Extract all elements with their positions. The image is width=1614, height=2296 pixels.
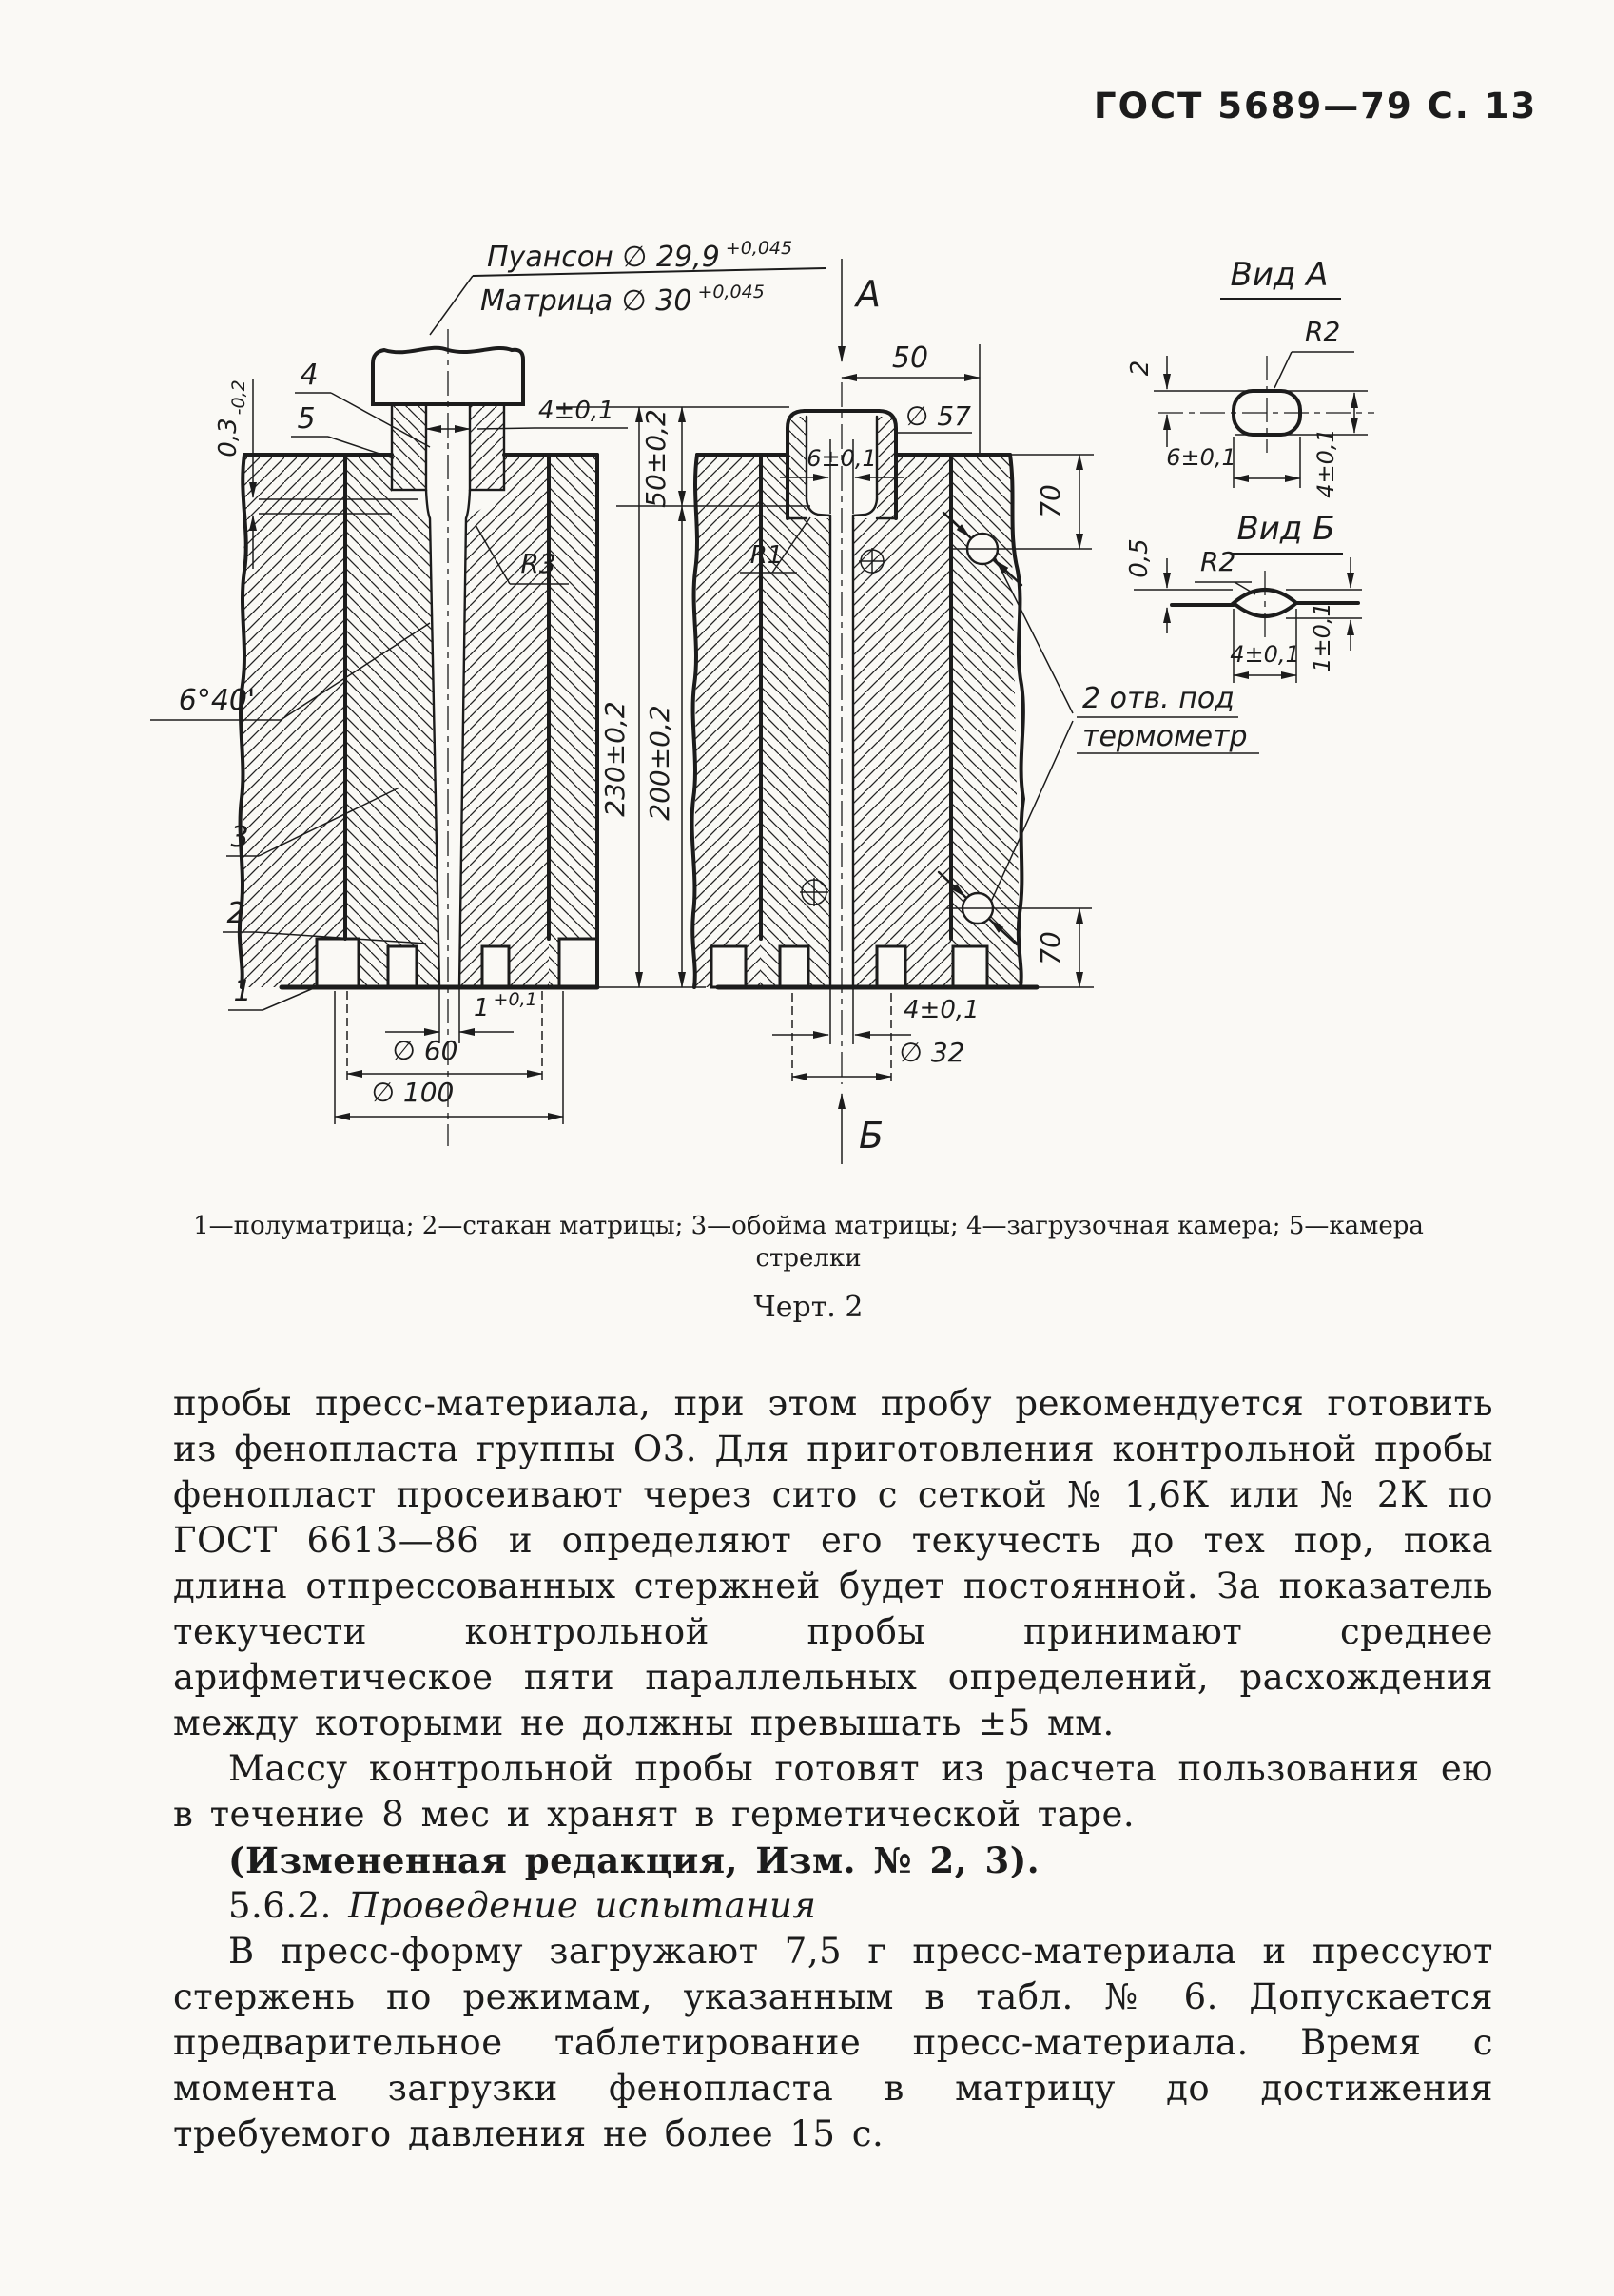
section-heading-562: 5.6.2. Проведение испытания — [173, 1883, 1493, 1929]
center-mark — [859, 548, 885, 574]
matrix-label: Матрица ∅ 30+0,045 — [480, 282, 765, 318]
mold-foot — [875, 944, 907, 989]
page-header-gost-number: ГОСТ 5689—79 С. 13 — [1094, 86, 1538, 126]
break-line — [690, 453, 699, 989]
figure-legend-line2: стрелки — [755, 1244, 862, 1273]
section-arrow-a: А — [853, 273, 881, 315]
part-label-5: 5 — [297, 402, 315, 436]
view-a-detail: Вид А 2 R2 6±0,1 4±0,1 — [1126, 256, 1374, 498]
punch-label: Пуансон ∅ 29,9+0,045 — [487, 238, 792, 274]
mold-foot — [710, 944, 748, 989]
dim-r3: R3 — [520, 548, 555, 579]
paragraph-amendment: (Измененная редакция, Изм. № 2, 3). — [228, 1839, 1040, 1881]
thermometer-note-line2: термометр — [1082, 720, 1248, 753]
figure-caption: 1—полуматрица; 2—стакан матрицы; 3—обойм… — [143, 1210, 1474, 1324]
part-labels-left: 4 5 3 2 1 — [223, 359, 431, 1011]
thermometer-note-line1: 2 отв. под — [1082, 682, 1235, 715]
paragraph-mass: Массу контрольной пробы готовят из расче… — [173, 1748, 1493, 1835]
technical-drawing-press-mold: Пуансон ∅ 29,9+0,045 Матрица ∅ 30+0,045 … — [150, 238, 1374, 1164]
dim-d60: ∅ 60 — [393, 1035, 458, 1066]
dim-off-05: 0,5 — [1125, 538, 1154, 577]
dim-step-0-3: 0,3-0,2 — [214, 379, 249, 457]
dim-230: 230±0,2 — [599, 701, 631, 816]
mold-foot — [315, 937, 360, 989]
dim-slot-4: 4±0,1 — [904, 996, 980, 1024]
punch-matrix-callout: Пуансон ∅ 29,9+0,045 Матрица ∅ 30+0,045 — [429, 238, 826, 336]
dim-slot-6: 6±0,1 — [807, 445, 877, 472]
dim-angle-6-40: 6°40' — [179, 684, 256, 717]
section-title: Проведение испытания — [348, 1885, 817, 1926]
dim-r2-b: R2 — [1200, 546, 1235, 577]
section-number: 5.6.2. — [228, 1885, 332, 1926]
dim-w6-a: 6±0,1 — [1166, 444, 1236, 471]
break-line — [1008, 453, 1026, 989]
dim-h4-a: 4±0,1 — [1313, 428, 1339, 498]
center-mark — [800, 878, 828, 906]
dim-200: 200±0,2 — [644, 705, 675, 820]
view-b-detail: Вид Б 0,5 R2 4±0,1 1±0,1 — [1125, 510, 1362, 683]
mold-foot — [778, 944, 810, 989]
figure-number: Черт. 2 — [753, 1291, 864, 1324]
mold-foot — [386, 944, 418, 989]
dim-d32: ∅ 32 — [900, 1037, 965, 1068]
right-dimensions: А 50 ∅ 57 6±0,1 R1 70 70 2 отв. под терм… — [740, 259, 1259, 1164]
mold-foot — [557, 937, 599, 989]
part-label-2: 2 — [226, 897, 244, 930]
dim-r2-a: R2 — [1305, 316, 1340, 347]
dim-50-02: 50±0,2 — [640, 409, 671, 508]
paragraph-continued: пробы пресс-материала, при этом пробу ре… — [173, 1383, 1493, 1743]
mold-foot — [951, 944, 989, 989]
section-arrow-b: Б — [859, 1115, 884, 1157]
part-label-1: 1 — [233, 975, 251, 1008]
view-a-title: Вид А — [1231, 256, 1329, 294]
dim-h1-b: 1±0,1 — [1309, 602, 1335, 672]
break-line — [237, 453, 248, 989]
left-dimensions: 0,3-0,2 4±0,1 R3 6°40' 1+0,1 ∅ 60 ∅ 100 — [150, 379, 628, 1124]
right-section-view — [690, 382, 1092, 1084]
mold-foot — [480, 944, 511, 989]
dim-50: 50 — [892, 341, 928, 375]
body-text: пробы пресс-материала, при этом пробу ре… — [173, 1381, 1493, 2157]
view-b-title: Вид Б — [1236, 510, 1334, 548]
dim-exit-1: 1+0,1 — [474, 989, 537, 1022]
dim-w4-b: 4±0,1 — [1230, 641, 1300, 668]
figure-legend-line1: 1—полуматрица; 2—стакан матрицы; 3—обойм… — [193, 1212, 1424, 1240]
height-dimensions: 230±0,2 50±0,2 200±0,2 — [556, 406, 810, 988]
part-label-4: 4 — [300, 359, 318, 392]
dim-70-bottom: 70 — [1035, 931, 1066, 965]
dim-bore-4: 4±0,1 — [538, 397, 614, 425]
dim-off-2: 2 — [1126, 360, 1155, 377]
dim-70-top: 70 — [1035, 484, 1066, 518]
dim-r1: R1 — [750, 541, 784, 570]
paragraph-procedure: В пресс-форму загружают 7,5 г пресс-мате… — [173, 1931, 1493, 2154]
left-section-view — [237, 329, 600, 1146]
dim-d100: ∅ 100 — [372, 1077, 455, 1108]
part-label-3: 3 — [230, 821, 248, 854]
dim-d57: ∅ 57 — [905, 400, 971, 432]
